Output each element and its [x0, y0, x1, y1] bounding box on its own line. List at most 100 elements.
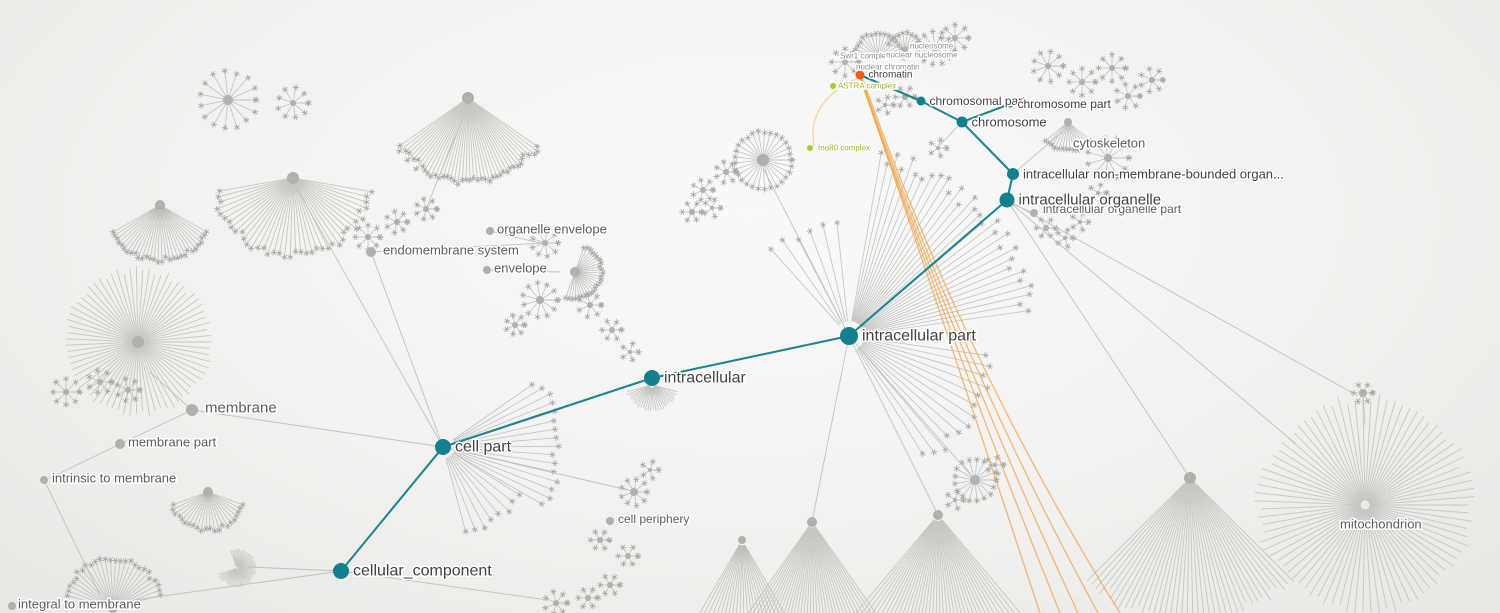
leaf-term-glyph[interactable]: [500, 168, 507, 175]
cluster-center-node[interactable]: [1109, 65, 1115, 71]
leaf-term-glyph[interactable]: [214, 205, 221, 213]
highlighted-complex-node[interactable]: [807, 145, 813, 151]
leaf-term-glyph[interactable]: [1118, 55, 1125, 62]
cluster-center-node[interactable]: [394, 219, 400, 225]
cluster-center-node[interactable]: [570, 267, 580, 277]
leaf-term-glyph[interactable]: [576, 306, 583, 314]
leaf-term-glyph[interactable]: [966, 457, 973, 464]
leaf-term-glyph[interactable]: [228, 224, 235, 231]
leaf-term-glyph[interactable]: [174, 254, 181, 262]
cluster-center-node[interactable]: [993, 463, 997, 467]
leaf-term-glyph[interactable]: [738, 177, 745, 184]
leaf-term-glyph[interactable]: [982, 352, 989, 359]
go-term-label[interactable]: envelope: [493, 259, 549, 277]
go-term-label[interactable]: endomembrane system: [382, 241, 521, 259]
leaf-term-glyph[interactable]: [1159, 76, 1167, 84]
leaf-term-glyph[interactable]: [516, 491, 523, 499]
leaf-term-glyph[interactable]: [944, 501, 952, 509]
go-term-node[interactable]: [644, 370, 660, 386]
leaf-term-glyph[interactable]: [543, 281, 551, 289]
leaf-term-glyph[interactable]: [432, 171, 439, 179]
cluster-center-node[interactable]: [1064, 118, 1072, 126]
cluster-center-node[interactable]: [155, 200, 165, 210]
leaf-term-glyph[interactable]: [938, 29, 946, 36]
leaf-term-glyph[interactable]: [166, 256, 174, 263]
term-cluster[interactable]: [845, 510, 1029, 613]
leaf-term-glyph[interactable]: [974, 392, 982, 399]
labeled-cluster-node[interactable]: [115, 439, 125, 449]
leaf-term-glyph[interactable]: [984, 456, 991, 464]
leaf-term-glyph[interactable]: [951, 47, 959, 55]
leaf-term-glyph[interactable]: [1049, 141, 1056, 149]
leaf-term-glyph[interactable]: [634, 552, 642, 560]
leaf-term-glyph[interactable]: [551, 287, 558, 294]
leaf-term-glyph[interactable]: [158, 258, 166, 265]
leaf-term-glyph[interactable]: [404, 218, 411, 226]
term-cluster[interactable]: [218, 548, 257, 588]
leaf-term-glyph[interactable]: [806, 227, 814, 235]
leaf-term-glyph[interactable]: [155, 581, 162, 588]
term-cluster[interactable]: [944, 488, 967, 512]
leaf-term-glyph[interactable]: [156, 586, 163, 594]
leaf-term-glyph[interactable]: [834, 219, 841, 226]
leaf-term-glyph[interactable]: [482, 175, 489, 183]
leaf-term-glyph[interactable]: [433, 205, 441, 213]
leaf-term-glyph[interactable]: [1054, 229, 1062, 236]
term-cluster[interactable]: [856, 337, 993, 458]
cluster-center-node[interactable]: [132, 336, 144, 348]
leaf-term-glyph[interactable]: [875, 97, 882, 104]
leaf-term-glyph[interactable]: [503, 326, 510, 333]
leaf-term-glyph[interactable]: [863, 31, 870, 39]
leaf-term-glyph[interactable]: [538, 500, 546, 508]
go-term-label[interactable]: cytoskeleton: [1072, 134, 1147, 152]
leaf-term-glyph[interactable]: [355, 242, 363, 250]
leaf-term-glyph[interactable]: [363, 204, 370, 212]
leaf-term-glyph[interactable]: [292, 84, 299, 91]
leaf-term-glyph[interactable]: [886, 32, 893, 39]
leaf-term-glyph[interactable]: [373, 242, 380, 249]
cluster-center-node[interactable]: [1043, 225, 1049, 231]
leaf-term-glyph[interactable]: [693, 216, 700, 224]
leaf-term-glyph[interactable]: [86, 383, 93, 391]
term-cluster[interactable]: [596, 573, 624, 597]
cluster-center-node[interactable]: [883, 103, 887, 107]
cluster-center-node[interactable]: [757, 154, 769, 166]
leaf-term-glyph[interactable]: [518, 329, 525, 336]
go-term-label[interactable]: chromosome: [970, 113, 1048, 131]
cluster-center-node[interactable]: [1079, 79, 1085, 85]
go-term-node[interactable]: [999, 192, 1015, 208]
leaf-term-glyph[interactable]: [1099, 55, 1106, 63]
leaf-term-glyph[interactable]: [1108, 78, 1116, 85]
leaf-term-glyph[interactable]: [146, 568, 153, 575]
leaf-term-glyph[interactable]: [509, 330, 517, 338]
leaf-term-glyph[interactable]: [233, 512, 240, 520]
term-cluster[interactable]: [1095, 51, 1130, 85]
leaf-term-glyph[interactable]: [732, 168, 740, 176]
leaf-term-glyph[interactable]: [551, 460, 559, 467]
leaf-term-glyph[interactable]: [104, 388, 111, 395]
leaf-term-glyph[interactable]: [594, 594, 601, 602]
leaf-term-glyph[interactable]: [592, 528, 599, 536]
leaf-term-glyph[interactable]: [1026, 291, 1033, 298]
leaf-term-glyph[interactable]: [1084, 149, 1092, 156]
leaf-term-glyph[interactable]: [517, 160, 525, 168]
term-cluster[interactable]: [639, 458, 663, 482]
labeled-cluster-node[interactable]: [1030, 209, 1038, 217]
cluster-center-node[interactable]: [842, 59, 848, 65]
leaf-term-glyph[interactable]: [329, 240, 336, 248]
leaf-term-glyph[interactable]: [1097, 181, 1104, 189]
leaf-term-glyph[interactable]: [579, 603, 587, 610]
leaf-term-glyph[interactable]: [211, 527, 218, 535]
leaf-term-glyph[interactable]: [946, 54, 953, 61]
leaf-term-glyph[interactable]: [885, 40, 892, 48]
leaf-term-glyph[interactable]: [219, 522, 226, 529]
leaf-term-glyph[interactable]: [141, 565, 148, 573]
leaf-term-glyph[interactable]: [729, 177, 736, 184]
term-cluster[interactable]: [927, 137, 951, 160]
leaf-term-glyph[interactable]: [264, 251, 271, 258]
leaf-term-glyph[interactable]: [943, 432, 951, 439]
leaf-term-glyph[interactable]: [73, 568, 81, 576]
leaf-term-glyph[interactable]: [1091, 139, 1098, 146]
term-cluster[interactable]: [352, 221, 384, 253]
leaf-term-glyph[interactable]: [1108, 51, 1116, 58]
